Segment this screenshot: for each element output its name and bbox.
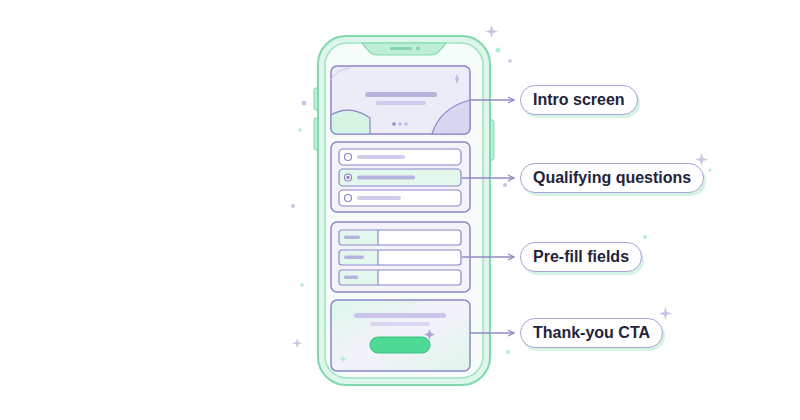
- callout-label: Thank-you CTA: [533, 323, 650, 342]
- callout-pill: Pre-fill fields: [520, 242, 642, 272]
- callout-pill: Thank-you CTA: [520, 318, 663, 348]
- callout-label: Qualifying questions: [533, 168, 691, 187]
- callout-label: Intro screen: [533, 90, 625, 109]
- callout-pill: Intro screen: [520, 85, 638, 115]
- callout-label: Pre-fill fields: [533, 247, 629, 266]
- callout-pill: Qualifying questions: [520, 163, 704, 193]
